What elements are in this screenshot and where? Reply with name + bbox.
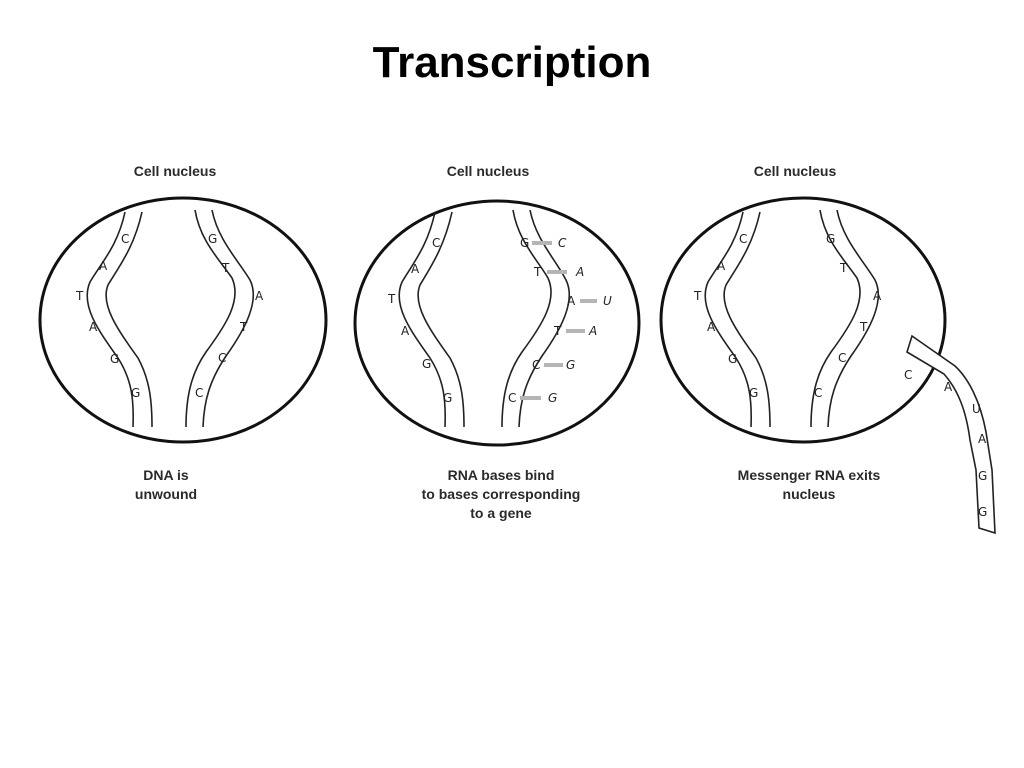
rna-bonds [520, 241, 597, 400]
rna-base: A [575, 265, 584, 279]
dna-base: A [89, 320, 98, 334]
dna-base: G [520, 236, 529, 250]
dna-base: T [221, 261, 230, 275]
panel-mrna-exits: Cell nucleus C A T A G G G T A T C C C A… [659, 163, 996, 535]
rna-base: C [558, 236, 567, 250]
mrna-strand [906, 334, 996, 535]
dna-base: C [508, 391, 516, 405]
dna-base: G [826, 232, 835, 246]
dna-base: T [553, 324, 562, 338]
rna-base: G [548, 391, 557, 405]
caption-line: RNA bases bind [448, 467, 555, 483]
dna-base: A [717, 259, 726, 273]
dna-strand-right [810, 209, 880, 428]
dna-base: C [532, 358, 540, 372]
cell-nucleus [659, 196, 947, 444]
dna-base: G [728, 352, 737, 366]
nucleus-label: Cell nucleus [134, 163, 217, 179]
mrna-base: G [978, 505, 987, 519]
dna-base: A [567, 294, 576, 308]
dna-strand-left [86, 211, 153, 428]
mrna-base: A [978, 432, 987, 446]
panel-dna-unwound: Cell nucleus C A T A G G G T A T C C DNA… [38, 163, 328, 502]
cell-nucleus [38, 196, 328, 444]
dna-base: C [218, 351, 226, 365]
caption-line: nucleus [783, 486, 836, 502]
dna-base: T [239, 320, 248, 334]
mrna-base: A [944, 380, 953, 394]
dna-base: C [814, 386, 822, 400]
dna-base: G [131, 386, 140, 400]
dna-base: T [839, 261, 848, 275]
dna-base: C [121, 232, 129, 246]
dna-base: C [838, 351, 846, 365]
dna-base: T [533, 265, 542, 279]
dna-strand-right [185, 209, 255, 428]
dna-base: T [859, 320, 868, 334]
dna-base: T [693, 289, 702, 303]
caption-line: unwound [135, 486, 197, 502]
dna-base: G [422, 357, 431, 371]
nucleus-label: Cell nucleus [754, 163, 837, 179]
slide-title: Transcription [372, 38, 652, 87]
panel-rna-binding: Cell nucleus C A T A G G G T A T C C C [353, 163, 641, 521]
dna-base: A [873, 289, 882, 303]
dna-base: C [195, 386, 203, 400]
nucleus-label: Cell nucleus [447, 163, 530, 179]
dna-strand-left [398, 211, 465, 428]
mrna-base: U [972, 402, 981, 416]
dna-base: A [401, 324, 410, 338]
rna-base: U [603, 294, 612, 308]
dna-strand-right [501, 209, 571, 428]
caption-line: to a gene [470, 505, 532, 521]
caption-line: Messenger RNA exits [738, 467, 881, 483]
dna-base: A [255, 289, 264, 303]
dna-base: G [110, 352, 119, 366]
dna-base: G [749, 386, 758, 400]
dna-base: A [99, 259, 108, 273]
dna-base: T [387, 292, 396, 306]
dna-strand-left [704, 211, 771, 428]
caption-line: DNA is [143, 467, 189, 483]
dna-base: A [411, 262, 420, 276]
dna-base: C [432, 236, 440, 250]
caption-line: to bases corresponding [422, 486, 581, 502]
mrna-base: G [978, 469, 987, 483]
dna-base: C [739, 232, 747, 246]
dna-base: G [443, 391, 452, 405]
dna-base: G [208, 232, 217, 246]
rna-base: G [566, 358, 575, 372]
cell-nucleus [353, 199, 641, 447]
rna-base: A [588, 324, 597, 338]
mrna-base: C [904, 368, 912, 382]
dna-base: T [75, 289, 84, 303]
dna-base: A [707, 320, 716, 334]
